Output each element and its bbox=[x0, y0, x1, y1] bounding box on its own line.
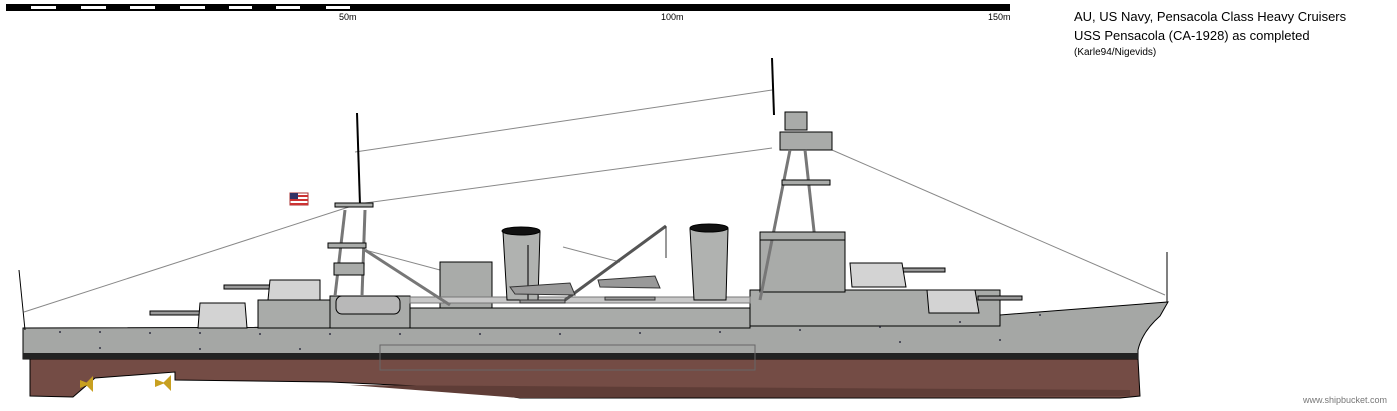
scale-label-100m: 100m bbox=[661, 12, 684, 22]
us-flag bbox=[289, 192, 309, 206]
propellers bbox=[80, 375, 171, 392]
aft-mast bbox=[327, 112, 451, 307]
scale-label-150m: 150m bbox=[988, 12, 1011, 22]
funnels bbox=[501, 223, 729, 301]
watermark: www.shipbucket.com bbox=[1302, 395, 1387, 405]
scale-bar bbox=[6, 4, 1010, 11]
staffs bbox=[18, 252, 1168, 331]
turrets bbox=[149, 262, 1023, 329]
title-line-1: AU, US Navy, Pensacola Class Heavy Cruis… bbox=[1074, 9, 1347, 24]
credits: (Karle94/Nigevids) bbox=[1074, 47, 1157, 58]
title-line-2: USS Pensacola (CA-1928) as completed bbox=[1074, 28, 1310, 43]
fore-mast bbox=[758, 57, 846, 301]
rigging bbox=[23, 89, 1166, 313]
portholes bbox=[59, 314, 1041, 350]
hull bbox=[22, 301, 1169, 399]
scale-label-50m: 50m bbox=[339, 12, 357, 22]
seaplanes bbox=[509, 275, 661, 304]
